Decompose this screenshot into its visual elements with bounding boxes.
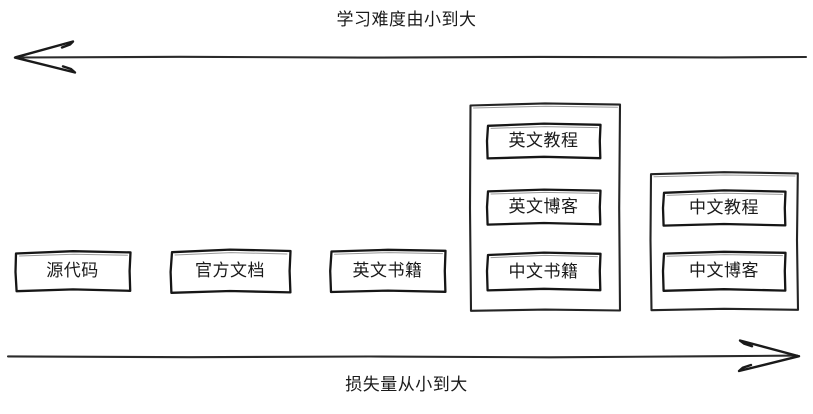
node-box-chinese-blog[interactable] [661, 250, 787, 292]
bottom-axis-label: 损失量从小到大 [345, 375, 468, 395]
top-axis-arrow [13, 40, 808, 74]
bottom-axis-arrow [6, 339, 801, 373]
node-box-english-blog[interactable] [485, 188, 602, 226]
node-box-official-docs[interactable] [169, 248, 292, 294]
node-box-chinese-books[interactable] [485, 251, 602, 292]
node-box-english-tutorial[interactable] [485, 122, 602, 160]
node-box-source-code[interactable] [14, 250, 132, 293]
node-box-chinese-tutorial[interactable] [661, 189, 787, 227]
node-box-english-books[interactable] [329, 248, 447, 294]
top-axis-label: 学习难度由小到大 [336, 10, 477, 30]
